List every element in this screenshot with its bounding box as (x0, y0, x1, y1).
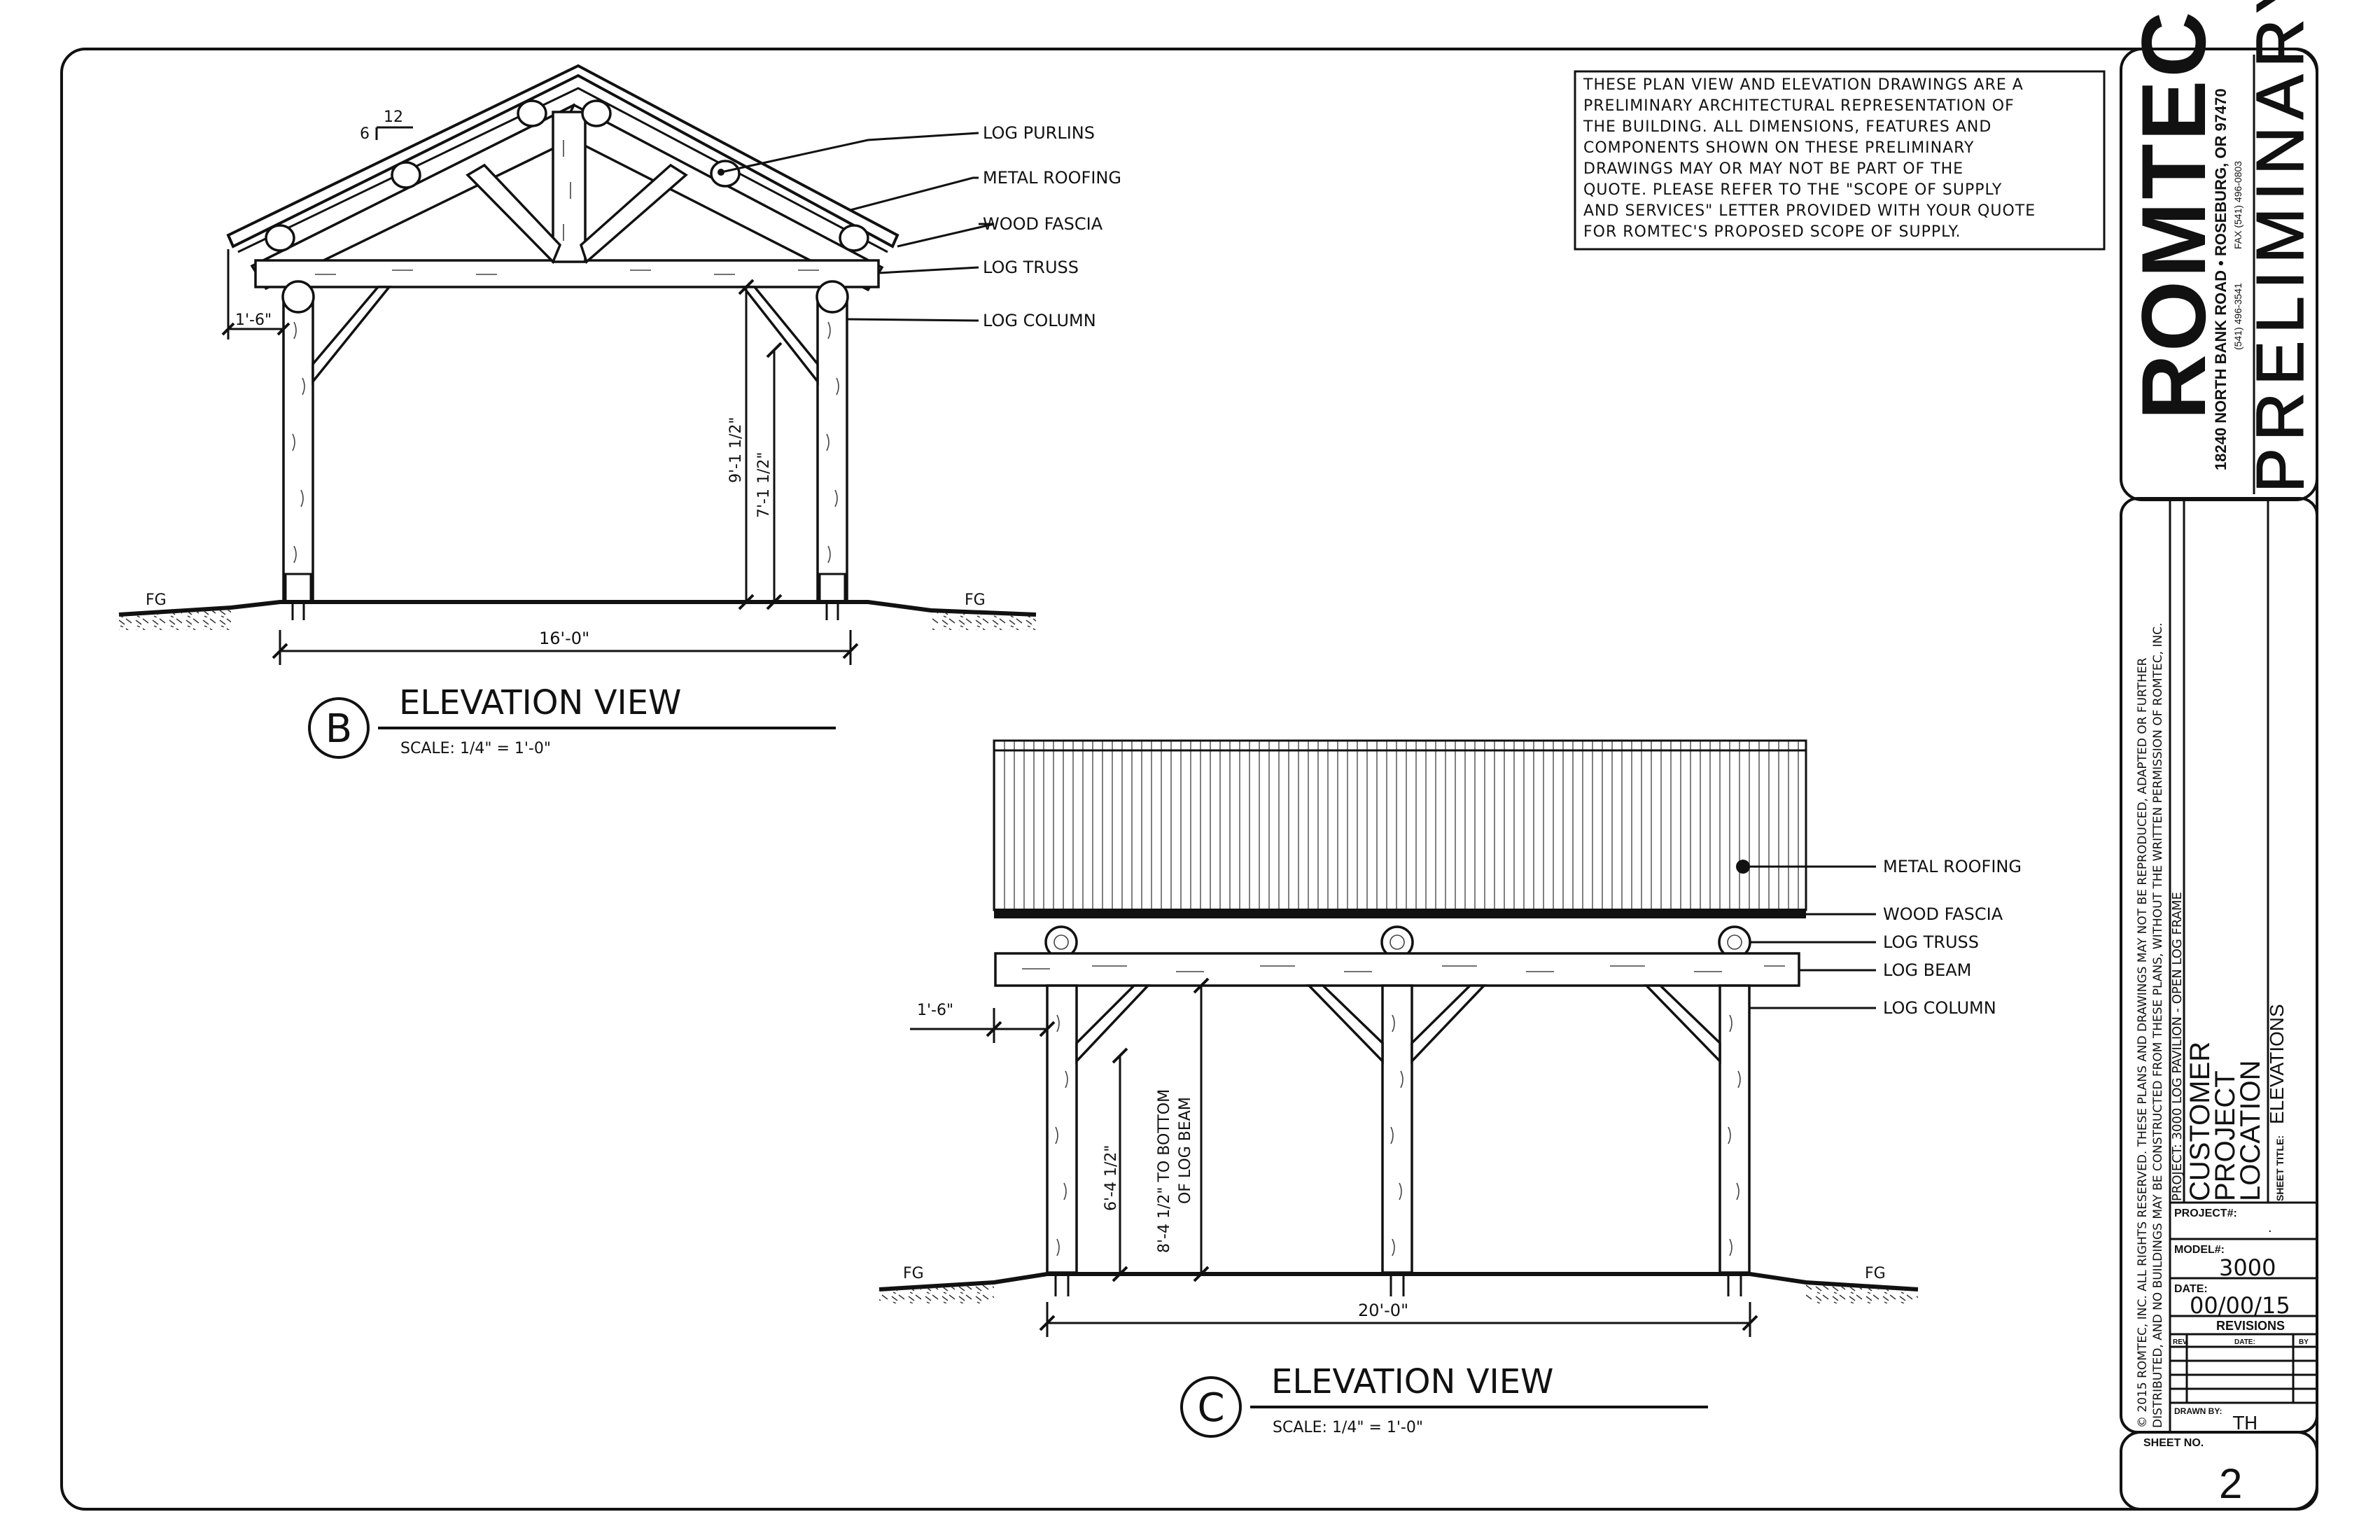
dim-height-clear-b: 7'-1 1/2" (755, 452, 773, 519)
customer-label: CUSTOMER (2185, 1042, 2216, 1201)
notes-line: FOR ROMTEC'S PROPOSED SCOPE OF SUPPLY. (1583, 223, 1961, 241)
label-log-column-c: LOG COLUMN (1883, 998, 1996, 1018)
dim-width-b: 16'-0" (539, 629, 589, 648)
elevation-view-c: FG FG 20'-0" 1'-6" 6'-4 1/2" 8'-4 1/2" T… (878, 739, 2022, 1438)
rev-date-col-label: DATE: (2234, 1338, 2255, 1346)
log-column-c-mid (1381, 984, 1413, 1274)
project-description: PROJECT: 3000 LOG PAVILION - OPEN LOG FR… (2170, 892, 2185, 1201)
preliminary-watermark: PRELIMINARY (2243, 0, 2318, 493)
truss-strut-right (579, 163, 688, 265)
copyright-line-1: © 2015 ROMTEC, INC. ALL RIGHTS RESERVED.… (2136, 657, 2150, 1428)
wood-fascia-c (994, 909, 1806, 918)
sheet-title: ELEVATIONS (2266, 1004, 2288, 1124)
label-metal-roofing-b: METAL ROOFING (983, 168, 1121, 188)
fg-label-b-left: FG (146, 592, 167, 609)
view-c-scale: SCALE: 1/4" = 1'-0" (1273, 1419, 1423, 1436)
elevation-view-b: FG FG 16'-0" 1'-6" 12 6 9'-1 1/2" 7'-1 1… (118, 64, 1121, 759)
project-label: PROJECT (2210, 1070, 2241, 1201)
truss-tie-beam (254, 259, 880, 288)
ground-line-b (118, 600, 1037, 617)
notes-line: PRELIMINARY ARCHITECTURAL REPRESENTATION… (1583, 97, 2015, 115)
label-log-purlins-b: LOG PURLINS (983, 123, 1095, 143)
log-purlins-b (265, 99, 869, 252)
notes-line: QUOTE. PLEASE REFER TO THE "SCOPE OF SUP… (1583, 181, 2002, 199)
rev-col-label: REV. (2173, 1338, 2189, 1346)
log-column-b-left (282, 293, 314, 603)
view-b-letter: B (326, 706, 352, 752)
company-fax: FAX (541) 496-0803 (2232, 161, 2244, 249)
view-b-title: ELEVATION VIEW (399, 683, 681, 722)
dim-height-total-b: 9'-1 1/2" (727, 417, 745, 484)
knee-brace-b-right (741, 286, 819, 386)
view-c-title: ELEVATION VIEW (1271, 1362, 1553, 1401)
company-logo: ROMTEC (2122, 9, 2225, 420)
model-value: 3000 (2219, 1254, 2276, 1281)
label-log-truss-b: LOG TRUSS (983, 258, 1079, 277)
view-c-tag (1180, 1376, 1242, 1438)
log-column-b-right (816, 293, 848, 603)
copyright-line-2: DISTRIBUTED, AND NO BUILDINGS MAY BE CON… (2151, 623, 2165, 1428)
notes-line: THESE PLAN VIEW AND ELEVATION DRAWINGS A… (1583, 76, 2024, 94)
pitch-run-b: 12 (384, 108, 403, 126)
knee-brace-c-4 (1643, 984, 1721, 1065)
label-log-column-b: LOG COLUMN (983, 311, 1096, 330)
company-address: 18240 NORTH BANK ROAD • ROSEBURG, OR 974… (2212, 88, 2230, 470)
knee-brace-c-2 (1306, 984, 1384, 1065)
label-wood-fascia-b: WOOD FASCIA (983, 214, 1103, 234)
notes-box: THESE PLAN VIEW AND ELEVATION DRAWINGS A… (1574, 70, 2106, 251)
location-label: LOCATION (2235, 1060, 2266, 1201)
title-block: ROMTEC 18240 NORTH BANK ROAD • ROSEBURG,… (2120, 0, 2318, 1511)
company-phone: (541) 496-3541 (2232, 283, 2244, 350)
project-no-value: . (2268, 1220, 2272, 1236)
sheet-title-label: SHEET TITLE: (2274, 1135, 2286, 1201)
log-beam-c (994, 952, 1800, 987)
label-log-beam-c: LOG BEAM (1883, 960, 1971, 980)
drawn-by-label: DRAWN BY: (2174, 1406, 2222, 1416)
view-b-scale: SCALE: 1/4" = 1'-0" (400, 740, 551, 757)
fg-label-c-right: FG (1865, 1265, 1886, 1282)
fg-label-c-left: FG (903, 1265, 924, 1282)
log-column-c-left (1046, 984, 1078, 1274)
model-label: MODEL#: (2174, 1244, 2225, 1256)
notes-line: THE BUILDING. ALL DIMENSIONS, FEATURES A… (1583, 118, 1991, 136)
truss-strut-left (465, 163, 562, 265)
dim-width-c: 20'-0" (1358, 1301, 1408, 1320)
fg-label-b-right: FG (965, 592, 986, 609)
ground-line-c (878, 1272, 1919, 1292)
notes-line: COMPONENTS SHOWN ON THESE PRELIMINARY (1583, 139, 1974, 157)
date-label: DATE: (2174, 1283, 2208, 1295)
label-wood-fascia-c: WOOD FASCIA (1883, 904, 2003, 924)
revisions-label: REVISIONS (2216, 1319, 2285, 1333)
log-column-c-right (1718, 984, 1751, 1274)
label-log-truss-c: LOG TRUSS (1883, 932, 1979, 952)
metal-roofing-c (993, 739, 1807, 911)
notes-line: AND SERVICES" LETTER PROVIDED WITH YOUR … (1583, 202, 2036, 220)
truss-king-post (552, 111, 587, 263)
view-b-tag (308, 697, 370, 759)
date-value: 00/00/15 (2190, 1292, 2290, 1319)
rev-by-col-label: BY (2299, 1338, 2309, 1346)
view-c-letter: C (1197, 1385, 1224, 1431)
pitch-rise-b: 6 (360, 125, 370, 143)
metal-roofing-b (226, 64, 899, 248)
notes-line: DRAWINGS MAY OR MAY NOT BE PART OF THE (1583, 160, 1963, 178)
knee-brace-b-left (312, 286, 392, 385)
svg-text:THESE PLAN VIEW AND ELEVATION: THESE PLAN VIEW AND ELEVATION DRAWINGS A… (1583, 76, 2041, 241)
dim-overhang-c: 1'-6" (917, 1002, 953, 1019)
dim-height-beam-c-2: OF LOG BEAM (1177, 1097, 1194, 1204)
dim-height-clear-c: 6'-4 1/2" (1102, 1145, 1120, 1212)
knee-brace-c-1 (1075, 984, 1152, 1065)
sheet-no-label: SHEET NO. (2143, 1437, 2204, 1449)
drawn-by-value: TH (2232, 1413, 2258, 1434)
dim-height-beam-c-1: 8'-4 1/2" TO BOTTOM (1156, 1089, 1173, 1253)
knee-brace-c-3 (1410, 984, 1488, 1065)
label-metal-roofing-c: METAL ROOFING (1883, 857, 2022, 876)
project-no-label: PROJECT#: (2174, 1208, 2237, 1219)
dim-overhang-b: 1'-6" (235, 312, 272, 329)
sheet-no-value: 2 (2219, 1460, 2242, 1507)
